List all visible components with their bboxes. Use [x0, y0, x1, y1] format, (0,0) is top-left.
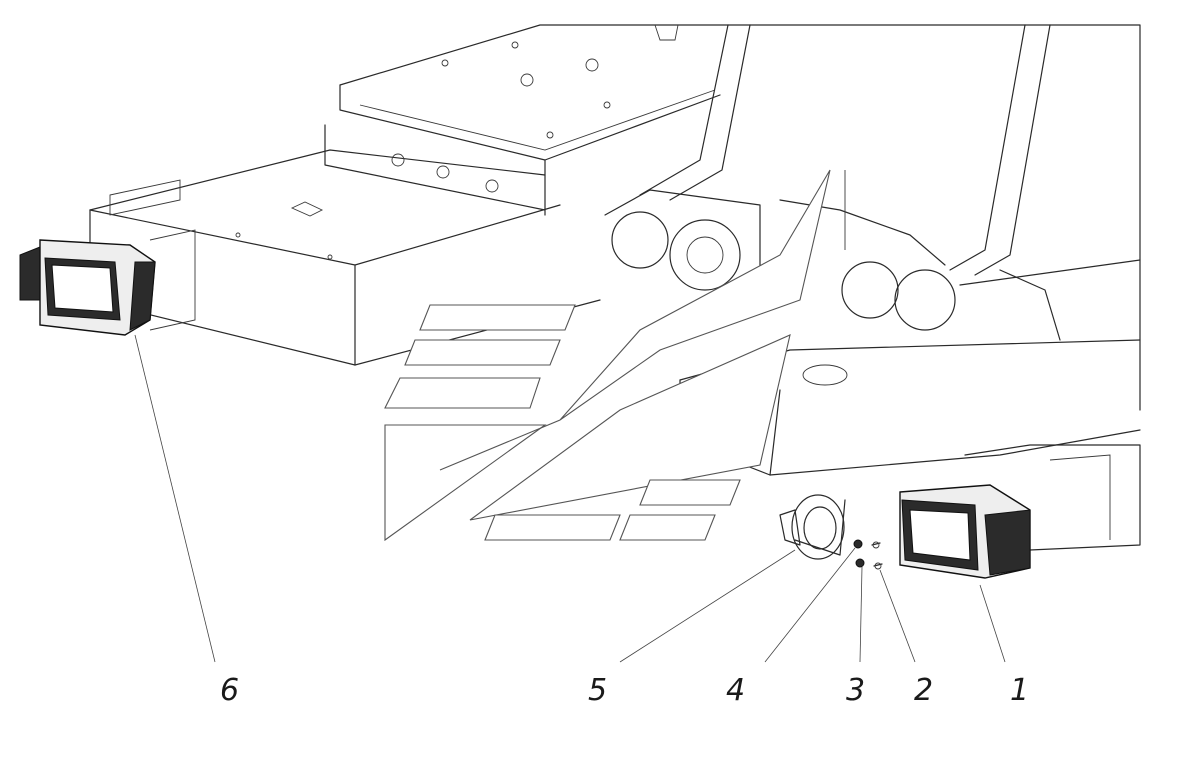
left-frame-beam	[89, 124, 601, 366]
arm-frames	[639, 24, 1051, 276]
callout-2: 2	[914, 673, 934, 708]
callout-6: 6	[220, 673, 240, 708]
lamp-bracket	[779, 494, 846, 560]
callout-3: 3	[846, 673, 866, 708]
callout-1: 1	[1010, 673, 1030, 708]
leader-lines	[134, 334, 1006, 663]
right-rear-lamp	[899, 484, 1031, 579]
callout-5: 5	[588, 673, 608, 708]
fasteners	[853, 539, 883, 570]
callout-4: 4	[726, 673, 746, 708]
emblem-watermark	[384, 169, 831, 542]
cab-platform	[339, 24, 1141, 411]
right-frame-beam	[679, 259, 1141, 551]
left-rear-lamp	[19, 239, 156, 336]
